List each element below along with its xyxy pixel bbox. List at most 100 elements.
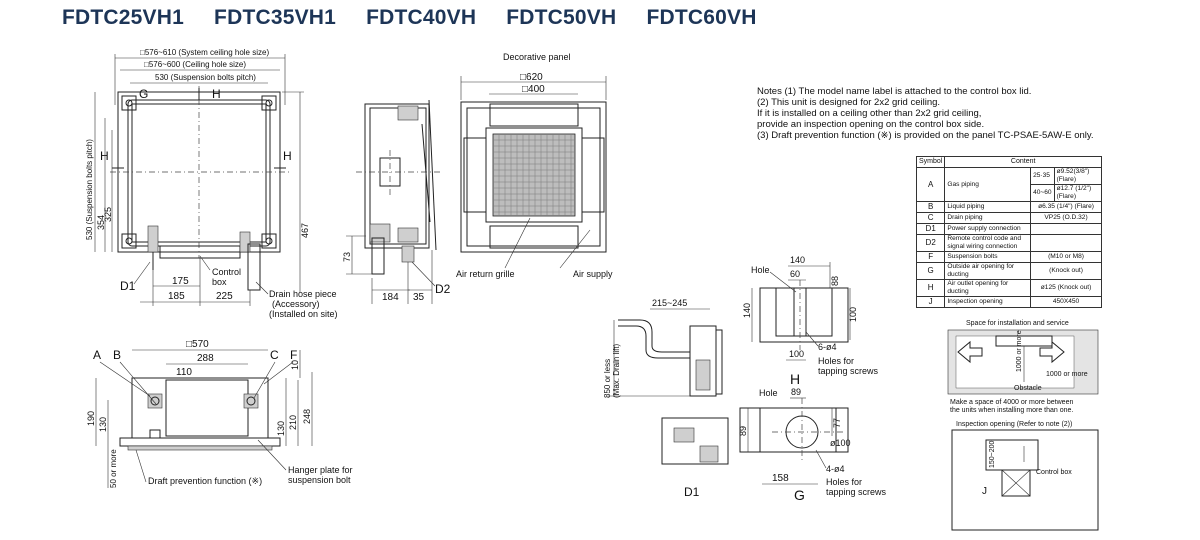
front-view: □570 288 110 A B C F 190 130 50 or more xyxy=(86,339,353,488)
model-name: FDTC35VH1 xyxy=(214,6,337,29)
note-line: Notes (1) The model name label is attach… xyxy=(757,86,1032,97)
dim-system-ceiling-hole: □576~610 (System ceiling hole size) xyxy=(140,48,269,57)
dim-10: 10 xyxy=(290,360,300,370)
table-symbol: B xyxy=(915,201,946,213)
note-line: If it is installed on a ceiling other th… xyxy=(757,108,982,119)
drain-hose-label: Drain hose piece xyxy=(269,289,337,299)
dim-77: 77 xyxy=(832,418,842,428)
dim-850: 850 or less xyxy=(603,359,612,398)
hanger-label: Hanger plate for xyxy=(288,465,353,475)
dim-215-245: 215~245 xyxy=(652,298,687,308)
dim-suspension-pitch: 530 (Suspension bolts pitch) xyxy=(85,139,94,240)
dim-35: 35 xyxy=(413,292,425,303)
drain-hose-label: (Accessory) xyxy=(272,299,320,309)
dim-190: 190 xyxy=(86,411,96,426)
table-symbol: J xyxy=(915,296,946,308)
table-name: Air outlet opening for ducting xyxy=(944,279,1032,297)
label-h: H xyxy=(212,87,221,101)
model-name: FDTC60VH xyxy=(646,6,757,29)
model-name: FDTC40VH xyxy=(366,6,477,29)
control-box-label: Control box xyxy=(1036,469,1072,476)
label-a: A xyxy=(93,348,101,362)
dim-620: □620 xyxy=(520,72,543,83)
table-value: ø6.35 (1/4") (Flare) xyxy=(1030,201,1102,213)
table-symbol: H xyxy=(915,279,946,297)
dim-130: 130 xyxy=(276,421,286,436)
screw-count: 6-ø4 xyxy=(818,342,837,352)
table-size: 40~60 xyxy=(1030,184,1055,202)
table-row: G Outside air opening for ducting (Knock… xyxy=(915,262,1102,280)
dim-325: 325 xyxy=(103,207,113,222)
air-supply-label: Air supply xyxy=(573,269,613,279)
dim-175: 175 xyxy=(172,276,189,287)
space-title: Space for installation and service xyxy=(966,320,1069,327)
model-name: FDTC50VH xyxy=(506,6,617,29)
table-row: F Suspension bolts (M10 or M8) xyxy=(915,251,1102,263)
dim-1000: 1000 or more xyxy=(1016,330,1023,372)
dim-850: (Max. Drain lift) xyxy=(612,343,621,398)
note-line: (2) This unit is designed for 2x2 grid c… xyxy=(757,97,941,108)
dim-100: 100 xyxy=(848,307,858,322)
label-h: H xyxy=(790,371,800,387)
dim-140: 140 xyxy=(790,255,805,265)
screw-label: Holes for xyxy=(826,477,862,487)
table-size: 25·35 xyxy=(1030,167,1055,185)
dim-110: 110 xyxy=(176,367,192,378)
dim-100: 100 xyxy=(789,349,804,359)
control-box-label: box xyxy=(212,277,227,287)
label-h: H xyxy=(283,149,292,163)
air-return-label: Air return grille xyxy=(456,269,515,279)
screw-label: tapping screws xyxy=(818,366,879,376)
table-symbol: D1 xyxy=(915,223,946,235)
table-symbol: D2 xyxy=(915,234,946,252)
dim-354: 354 xyxy=(96,215,106,230)
hole-label: Hole xyxy=(759,388,778,398)
obstacle-label: Obstacle xyxy=(1014,385,1042,392)
hole-label: Hole xyxy=(751,265,770,275)
label-g: G xyxy=(139,87,148,101)
table-value: (M10 or M8) xyxy=(1030,251,1102,263)
table-name: Inspection opening xyxy=(944,296,1032,308)
screw-label: tapping screws xyxy=(826,487,887,497)
table-name: Drain piping xyxy=(944,212,1032,224)
dim-400: □400 xyxy=(522,84,545,95)
dim-570: □570 xyxy=(186,339,209,350)
label-d1: D1 xyxy=(120,279,136,293)
dim-184: 184 xyxy=(382,292,399,303)
table-header: Content xyxy=(944,156,1102,168)
table-symbol: F xyxy=(915,251,946,263)
label-g: G xyxy=(794,487,805,503)
note-line: provide an inspection opening on the con… xyxy=(757,119,985,130)
hanger-label: suspension bolt xyxy=(288,475,351,485)
table-name: Power supply connection xyxy=(944,223,1032,235)
table-name: Outside air opening for ducting xyxy=(944,262,1032,280)
draft-label: Draft prevention function (※) xyxy=(148,476,262,486)
label-d1: D1 xyxy=(684,485,700,499)
dim-ceiling-hole: □576~600 (Ceiling hole size) xyxy=(144,60,246,69)
model-name: FDTC25VH1 xyxy=(62,6,184,29)
table-value: (Knock out) xyxy=(1030,262,1102,280)
space-diagram: Space for installation and service 1000 … xyxy=(947,320,1099,531)
inspection-title: Inspection opening (Refer to note (2)) xyxy=(956,421,1072,428)
table-value: VP25 (O.D.32) xyxy=(1030,212,1102,224)
table-value: ø9.52(3/8")(Flare) xyxy=(1053,167,1103,185)
dim-60: 60 xyxy=(790,269,800,279)
drain-hose-label: (Installed on site) xyxy=(269,309,338,319)
space-caption: the units when installing more than one. xyxy=(950,407,1073,414)
g-detail: Hole 89 89 77 ø100 158 4-ø4 Holes for ta… xyxy=(738,387,887,503)
dim-suspension-pitch: 530 (Suspension bolts pitch) xyxy=(155,73,256,82)
table-value: ø12.7 (1/2") (Flare) xyxy=(1053,184,1103,202)
table-symbol: G xyxy=(915,262,946,280)
control-box-label: Control xyxy=(212,267,241,277)
screw-count: 4-ø4 xyxy=(826,464,845,474)
label-f: F xyxy=(290,348,297,362)
symbol-table: Symbol Content A Gas piping 25·35 ø9.52(… xyxy=(915,156,1103,308)
dim-88: 88 xyxy=(830,276,840,286)
dim-288: 288 xyxy=(197,353,214,364)
table-row: D2 Remote control code and signal wiring… xyxy=(915,234,1102,252)
notes: Notes (1) The model name label is attach… xyxy=(757,86,1094,141)
table-value: ø125 (Knock out) xyxy=(1030,279,1102,297)
table-row: H Air outlet opening for ducting ø125 (K… xyxy=(915,279,1102,297)
label-j: J xyxy=(982,486,987,497)
table-row: J Inspection opening 450X450 xyxy=(915,296,1102,308)
